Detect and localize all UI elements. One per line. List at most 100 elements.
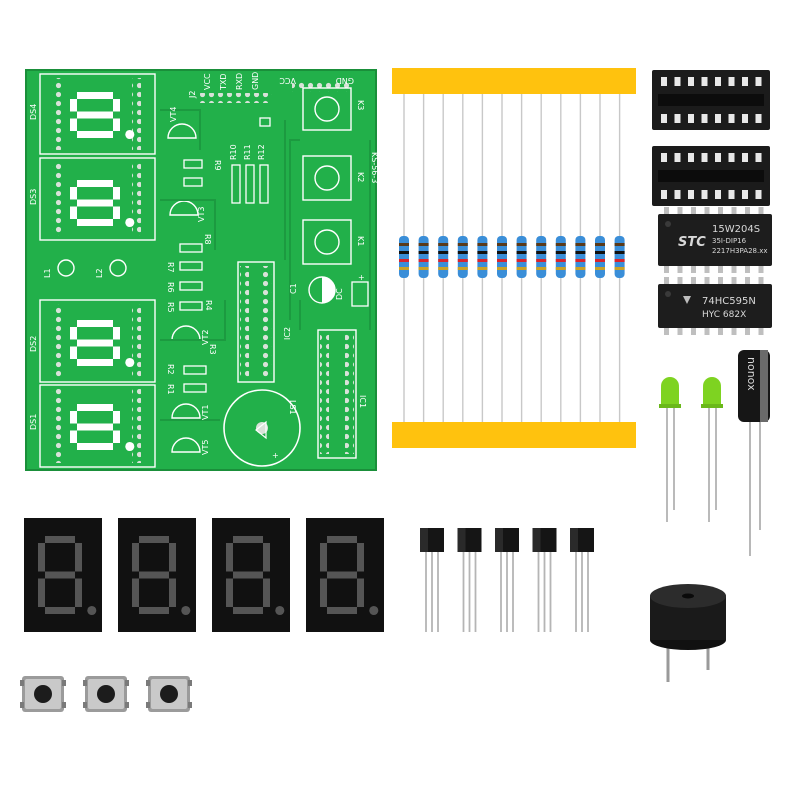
- ic-sockets: [652, 70, 770, 206]
- led: [701, 377, 723, 522]
- pcb-digit-3: [70, 320, 135, 368]
- transistor: [532, 528, 557, 632]
- pcb-traces: [160, 109, 371, 421]
- pcb-label-board: KS-56-3: [370, 152, 379, 183]
- pcb-label-ls1: LS1: [288, 400, 297, 415]
- pcb-display-footprints: [39, 73, 156, 468]
- transistor: [495, 528, 519, 632]
- pcb-label-k3: K3: [356, 100, 365, 110]
- pcb-label-ic1: IC1: [358, 395, 367, 408]
- mcu-line2: 35I-DIP16: [712, 237, 747, 245]
- pcb-label-r12: R12: [257, 144, 266, 160]
- pcb-label-txd: TXD: [219, 73, 228, 91]
- pcb-label-r6: R6: [166, 282, 175, 293]
- pcb-silkscreen-text: KS-56-3 J2 VCC TXD RXD GND VCC GND DS4 D…: [29, 72, 379, 460]
- pcb-digit-marks: [70, 92, 135, 452]
- resistor: [438, 236, 449, 278]
- resistor: [516, 236, 527, 278]
- pcb-button-footprints: [302, 87, 352, 265]
- resistor-tape-strip: [392, 68, 636, 448]
- chip-mcu: STC 15W204S 35I-DIP16 2217H3PA28.xx: [658, 207, 772, 273]
- pcb-label-r11: R11: [243, 144, 252, 160]
- resistor: [555, 236, 566, 278]
- resistor-leads: [403, 80, 621, 436]
- pcb-label-vt2: VT2: [201, 330, 210, 345]
- pcb-header-pads: [200, 82, 352, 103]
- pcb-label-plus-buzzer: +: [272, 451, 279, 460]
- pcb-label-vt1: VT1: [201, 405, 210, 420]
- seven-segment-display: [306, 518, 384, 632]
- tape-bottom: [392, 422, 636, 448]
- seven-segment-displays: [24, 518, 384, 632]
- mcu-line3: 2217H3PA28.xx: [712, 247, 768, 255]
- pcb-capacitor-footprint: [308, 276, 369, 307]
- pcb-label-r7: R7: [166, 262, 175, 273]
- pcb-label-l2: L2: [95, 268, 104, 278]
- tactile-buttons: [20, 676, 192, 712]
- pcb-transistor-footprints: [167, 123, 201, 453]
- pcb-label-vt4: VT4: [169, 107, 178, 122]
- pcb-digit-2: [70, 180, 135, 228]
- led: [659, 377, 681, 522]
- capacitor-brand: nonox: [745, 357, 758, 391]
- pcb-digit-1: [70, 92, 135, 140]
- resistor: [595, 236, 605, 278]
- pcb-label-r3: R3: [208, 344, 217, 355]
- pcb-label-vt5: VT5: [201, 440, 210, 455]
- transistor: [570, 528, 594, 632]
- pcb-label-plus-dc: +: [358, 273, 365, 282]
- resistor: [575, 236, 586, 278]
- display-digit: [320, 536, 379, 616]
- resistor: [614, 236, 625, 278]
- pcb-digit-4: [70, 404, 135, 452]
- chip-74hc595: 74HC595N HYC 682X: [658, 277, 772, 335]
- tactile-button: [146, 676, 192, 712]
- tape-top: [392, 68, 636, 94]
- pcb-label-ds4: DS4: [29, 104, 38, 120]
- green-leds: [659, 377, 723, 522]
- transistor: [457, 528, 482, 632]
- pcb-label-ds3: DS3: [29, 189, 38, 205]
- pcb-label-ds1: DS1: [29, 414, 38, 430]
- pcb-label-rxd: RXD: [235, 73, 244, 90]
- pcb-label-vcc: VCC: [203, 73, 212, 90]
- resistor: [418, 236, 429, 278]
- pcb-label-j2: J2: [188, 91, 197, 99]
- resistor: [457, 236, 468, 278]
- seven-segment-display: [24, 518, 102, 632]
- electrolytic-capacitor: nonox: [738, 350, 770, 556]
- pcb-label-r4: R4: [204, 300, 213, 311]
- display-digit: [38, 536, 97, 616]
- pcb-label-c1: C1: [289, 283, 298, 294]
- resistor: [536, 236, 547, 278]
- display-digit: [132, 536, 191, 616]
- pcb-label-k1: K1: [356, 236, 365, 246]
- pcb-label-r8: R8: [203, 234, 212, 245]
- resistor: [399, 236, 409, 278]
- pcb-led-footprints: [57, 259, 127, 277]
- pcb-display-pads: [52, 78, 141, 463]
- pcb-label-r9: R9: [213, 160, 222, 171]
- pcb-label-r5: R5: [166, 302, 175, 313]
- pcb-ic-footprints: [237, 261, 357, 459]
- mcu-brand: STC: [678, 235, 706, 250]
- display-digit: [226, 536, 285, 616]
- transistor: [420, 528, 444, 632]
- tactile-button: [20, 676, 66, 712]
- buzzer: [650, 584, 726, 682]
- pcb-buzzer-footprint: [223, 389, 301, 467]
- seven-segment-display: [212, 518, 290, 632]
- transistors: [420, 528, 594, 632]
- pcb-label-power-gnd: GND: [336, 76, 354, 85]
- pcb-label-k2: K2: [356, 172, 365, 182]
- pcb-label-ds2: DS2: [29, 336, 38, 352]
- pcb-label-dc: DC: [335, 288, 344, 300]
- seven-segment-display: [118, 518, 196, 632]
- pcb-label-r10: R10: [229, 144, 238, 160]
- mcu-line1: 15W204S: [712, 224, 760, 235]
- ic-socket: [652, 70, 770, 130]
- pcb-label-vt3: VT3: [197, 207, 206, 222]
- pcb-label-ic2: IC2: [283, 327, 292, 340]
- pcb-label-r2: R2: [166, 364, 175, 375]
- resistor: [497, 236, 507, 278]
